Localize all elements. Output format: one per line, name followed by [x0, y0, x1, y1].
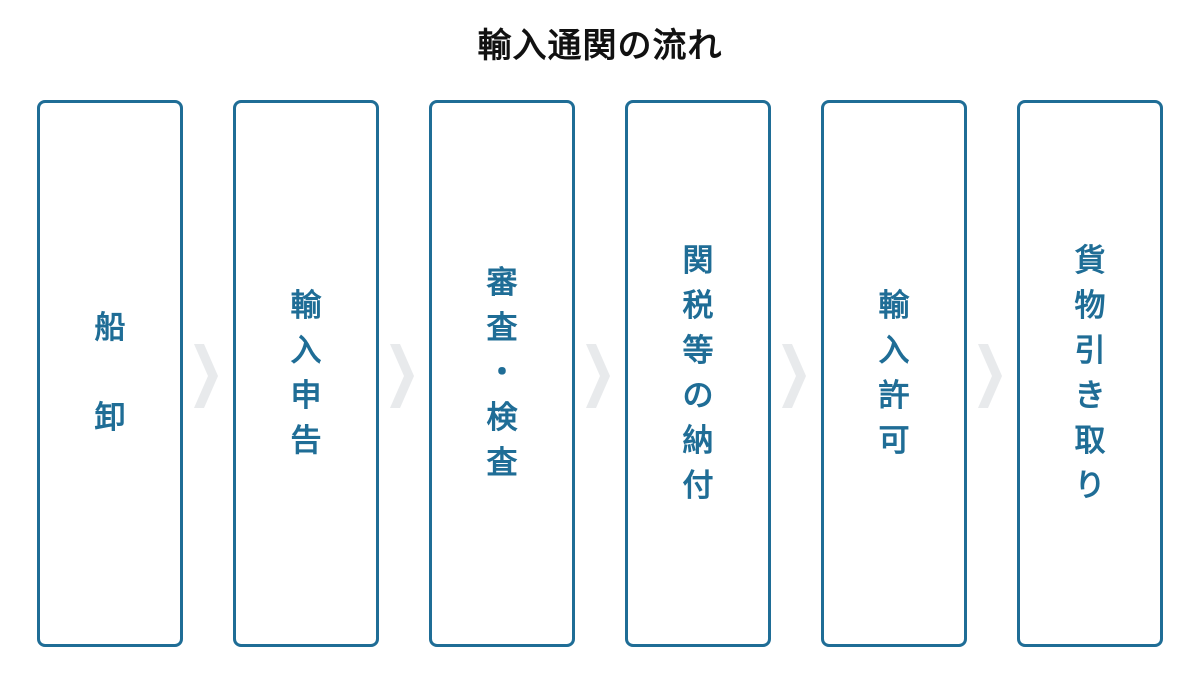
step-char: 査 — [486, 310, 518, 346]
step-char: 貨 — [1074, 242, 1106, 279]
step-char: 入 — [878, 332, 910, 369]
step-char-1: 船 — [94, 310, 126, 346]
step-char: 申 — [290, 377, 322, 414]
step-char: 関 — [682, 242, 714, 279]
step-label-unloading: 船 卸 — [40, 103, 180, 644]
step-char: 検 — [486, 400, 518, 436]
step-char: 入 — [290, 332, 322, 369]
step-char: 告 — [290, 422, 322, 459]
step-char: 引 — [1074, 332, 1106, 369]
step-char: き — [1074, 377, 1106, 414]
step-char: 輸 — [290, 287, 322, 324]
chevron-right-icon — [782, 344, 806, 408]
step-char: 物 — [1074, 287, 1106, 324]
step-char: 等 — [682, 332, 714, 369]
step-box-unloading: 船 卸 — [37, 100, 183, 647]
step-char: 審 — [486, 265, 518, 301]
step-box-duty-payment: 関 税 等 の 納 付 — [625, 100, 771, 647]
step-char: 取 — [1074, 422, 1106, 459]
step-char: の — [682, 377, 714, 414]
step-label-import-permit: 輸 入 許 可 — [824, 103, 964, 644]
chevron-right-icon — [978, 344, 1002, 408]
step-box-cargo-pickup: 貨 物 引 き 取 り — [1017, 100, 1163, 647]
step-label-import-declaration: 輸 入 申 告 — [236, 103, 376, 644]
chevron-right-icon — [194, 344, 218, 408]
step-char: 輸 — [878, 287, 910, 324]
step-char: 納 — [682, 422, 714, 459]
chevron-right-icon — [390, 344, 414, 408]
step-char: 査 — [486, 445, 518, 481]
step-char: 許 — [878, 377, 910, 414]
step-char-2: 卸 — [94, 400, 126, 436]
step-char: 可 — [878, 422, 910, 459]
step-char: ・ — [486, 355, 518, 391]
step-label-cargo-pickup: 貨 物 引 き 取 り — [1020, 103, 1160, 644]
page-title: 輸入通関の流れ — [477, 26, 723, 66]
step-char: り — [1074, 467, 1106, 504]
step-char: 税 — [682, 287, 714, 324]
step-label-duty-payment: 関 税 等 の 納 付 — [628, 103, 768, 644]
step-box-inspection: 審 査 ・ 検 査 — [429, 100, 575, 647]
step-label-inspection: 審 査 ・ 検 査 — [432, 103, 572, 644]
step-box-import-declaration: 輸 入 申 告 — [233, 100, 379, 647]
step-char-gap — [40, 351, 180, 396]
step-char: 付 — [682, 467, 714, 504]
step-box-import-permit: 輸 入 許 可 — [821, 100, 967, 647]
chevron-right-icon — [586, 344, 610, 408]
